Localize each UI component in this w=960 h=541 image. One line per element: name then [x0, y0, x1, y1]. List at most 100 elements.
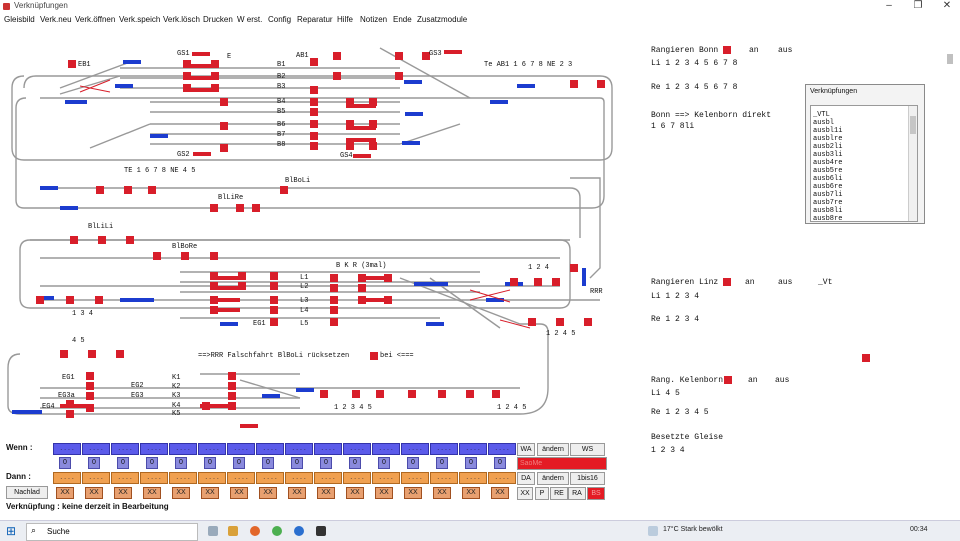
xx-cell-9[interactable]: XX [288, 487, 306, 499]
da-button[interactable]: DA [517, 472, 535, 485]
wenn-cell-2[interactable]: . . . . [82, 443, 110, 455]
wenn-cell-6[interactable]: . . . . [198, 443, 226, 455]
app-icon-blue[interactable] [294, 526, 304, 536]
list-item[interactable]: ausb7li [813, 191, 843, 199]
wenn-cell-4[interactable]: . . . . [140, 443, 168, 455]
rang-bonn-an[interactable]: an [749, 46, 759, 55]
firefox-icon[interactable] [250, 526, 260, 536]
menu-verk-loesch[interactable]: Verk.lösch [163, 15, 200, 24]
zero-cell-7[interactable]: 0 [233, 457, 245, 469]
menu-notizen[interactable]: Notizen [360, 15, 388, 24]
zero-cell-16[interactable]: 0 [494, 457, 506, 469]
xx-cell-1[interactable]: XX [56, 487, 74, 499]
dann-cell-8[interactable]: . . . . [256, 472, 284, 484]
menu-verk-neu[interactable]: Verk.neu [40, 15, 72, 24]
list-item[interactable]: ausb6li [813, 175, 843, 183]
menu-verk-speich[interactable]: Verk.speich [119, 15, 161, 24]
dann-cell-15[interactable]: . . . . [459, 472, 487, 484]
wenn-cell-1[interactable]: . . . . [53, 443, 81, 455]
xx-cell-13[interactable]: XX [404, 487, 422, 499]
xx-button[interactable]: XX [517, 487, 533, 500]
menu-ende[interactable]: Ende [393, 15, 412, 24]
rang-linz-an[interactable]: an [745, 278, 755, 287]
dann-cell-11[interactable]: . . . . [343, 472, 371, 484]
zero-cell-8[interactable]: 0 [262, 457, 274, 469]
chrome-icon[interactable] [272, 526, 282, 536]
menu-reparatur[interactable]: Reparatur [297, 15, 333, 24]
zero-cell-9[interactable]: 0 [291, 457, 303, 469]
verknuepfungen-task-icon[interactable] [316, 526, 326, 536]
zero-cell-6[interactable]: 0 [204, 457, 216, 469]
wa-button[interactable]: WA [517, 443, 535, 456]
explorer-icon[interactable] [228, 526, 238, 536]
rang-bonn-aus[interactable]: aus [778, 46, 793, 55]
menu-drucken[interactable]: Drucken [203, 15, 233, 24]
menu-gleisbild[interactable]: Gleisbild [4, 15, 35, 24]
xx-cell-15[interactable]: XX [462, 487, 480, 499]
list-item[interactable]: ausb6re [813, 183, 843, 191]
xx-cell-8[interactable]: XX [259, 487, 277, 499]
dann-cell-4[interactable]: . . . . [140, 472, 168, 484]
rang-linz-indicator[interactable] [723, 278, 731, 286]
list-item[interactable]: ausb3li [813, 151, 843, 159]
menu-w-erst[interactable]: W erst. [237, 15, 263, 24]
dann-cell-1[interactable]: . . . . [53, 472, 81, 484]
zero-cell-5[interactable]: 0 [175, 457, 187, 469]
rang-bonn-indicator[interactable] [723, 46, 731, 54]
list-item[interactable]: _VTL [813, 111, 830, 119]
list-item[interactable]: ausb2li [813, 143, 843, 151]
taskbar-search[interactable]: ⌕ Suche [26, 523, 198, 541]
aendern-dann-button[interactable]: ändern [537, 472, 569, 485]
zero-cell-13[interactable]: 0 [407, 457, 419, 469]
close-button[interactable]: ✕ [942, 0, 952, 11]
list-item[interactable]: ausbl [813, 119, 835, 127]
xx-cell-14[interactable]: XX [433, 487, 451, 499]
xx-cell-7[interactable]: XX [230, 487, 248, 499]
dann-cell-2[interactable]: . . . . [82, 472, 110, 484]
rang-linz-aus[interactable]: aus [778, 278, 793, 287]
dann-cell-12[interactable]: . . . . [372, 472, 400, 484]
dann-cell-9[interactable]: . . . . [285, 472, 313, 484]
p-button[interactable]: P [535, 487, 549, 500]
list-item[interactable]: ausb8re [813, 215, 843, 222]
dann-cell-13[interactable]: . . . . [401, 472, 429, 484]
ws-button[interactable]: WS [570, 443, 605, 456]
zero-cell-1[interactable]: 0 [59, 457, 71, 469]
dann-cell-14[interactable]: . . . . [430, 472, 458, 484]
zero-cell-10[interactable]: 0 [320, 457, 332, 469]
xx-cell-5[interactable]: XX [172, 487, 190, 499]
xx-cell-11[interactable]: XX [346, 487, 364, 499]
list-item[interactable]: ausb4re [813, 159, 843, 167]
xx-cell-12[interactable]: XX [375, 487, 393, 499]
bs-button[interactable]: BS [587, 487, 605, 500]
dann-cell-10[interactable]: . . . . [314, 472, 342, 484]
xx-cell-10[interactable]: XX [317, 487, 335, 499]
list-item[interactable]: ausb5re [813, 167, 843, 175]
dann-cell-6[interactable]: . . . . [198, 472, 226, 484]
verknuepfungen-list[interactable]: _VTL ausbl ausbl1i ausblre ausb2li ausb3… [810, 105, 918, 222]
main-scrollbar-thumb[interactable] [947, 54, 953, 64]
zero-cell-11[interactable]: 0 [349, 457, 361, 469]
xx-cell-4[interactable]: XX [143, 487, 161, 499]
rang-kelenborn-aus[interactable]: aus [775, 376, 790, 385]
rang-kelenborn-indicator[interactable] [724, 376, 732, 384]
wenn-cell-5[interactable]: . . . . [169, 443, 197, 455]
rang-kelenborn-an[interactable]: an [748, 376, 758, 385]
wenn-cell-13[interactable]: . . . . [401, 443, 429, 455]
zero-cell-2[interactable]: 0 [88, 457, 100, 469]
main-scrollbar[interactable] [946, 48, 954, 440]
list-item[interactable]: ausb7re [813, 199, 843, 207]
zero-cell-14[interactable]: 0 [436, 457, 448, 469]
wenn-cell-9[interactable]: . . . . [285, 443, 313, 455]
dann-cell-7[interactable]: . . . . [227, 472, 255, 484]
zero-cell-3[interactable]: 0 [117, 457, 129, 469]
re-button[interactable]: RE [550, 487, 568, 500]
wenn-cell-11[interactable]: . . . . [343, 443, 371, 455]
wenn-cell-16[interactable]: . . . . [488, 443, 516, 455]
aendern-wenn-button[interactable]: ändern [537, 443, 569, 456]
xx-cell-16[interactable]: XX [491, 487, 509, 499]
wenn-cell-14[interactable]: . . . . [430, 443, 458, 455]
xx-cell-6[interactable]: XX [201, 487, 219, 499]
ra-button[interactable]: RA [568, 487, 586, 500]
menu-zusatzmodule[interactable]: Zusatzmodule [417, 15, 468, 24]
